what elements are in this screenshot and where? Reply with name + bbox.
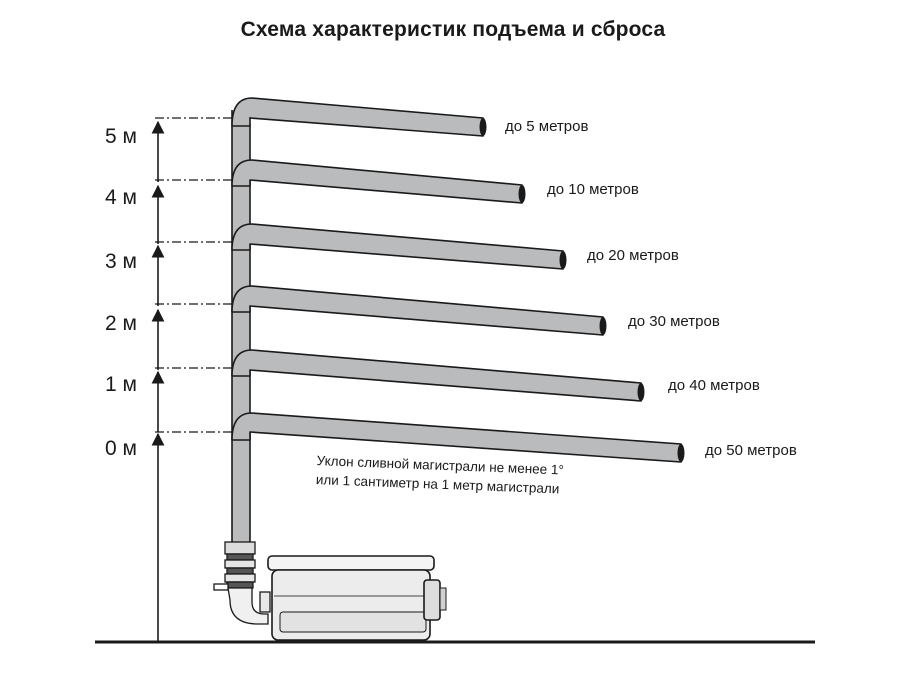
branch-pipe-1m (231, 349, 645, 402)
level-label-3m: 3 м (105, 250, 137, 273)
branch-pipe-0m (231, 412, 685, 463)
pipe-connector (213, 541, 271, 625)
distance-label-2m: до 30 метров (628, 313, 720, 330)
level-label-0m: 0 м (105, 437, 137, 460)
distance-label-0m: до 50 метров (705, 442, 797, 459)
distance-label-3m: до 20 метров (587, 247, 679, 264)
distance-label-1m: до 40 метров (668, 377, 760, 394)
distance-label-4m: до 10 метров (547, 181, 639, 198)
level-label-1m: 1 м (105, 373, 137, 396)
diagram-title: Схема характеристик подъема и сброса (240, 18, 666, 41)
level-label-2m: 2 м (105, 312, 137, 335)
pump-unit (267, 555, 447, 641)
branch-pipe-5m (231, 97, 487, 137)
level-guides (155, 117, 240, 433)
branch-pipe-3m (231, 223, 567, 270)
branch-pipe-2m (231, 285, 607, 336)
distance-label-5m: до 5 метров (505, 118, 588, 135)
level-label-4m: 4 м (105, 186, 137, 209)
level-label-5m: 5 м (105, 125, 137, 148)
branch-pipe-4m (231, 159, 526, 204)
